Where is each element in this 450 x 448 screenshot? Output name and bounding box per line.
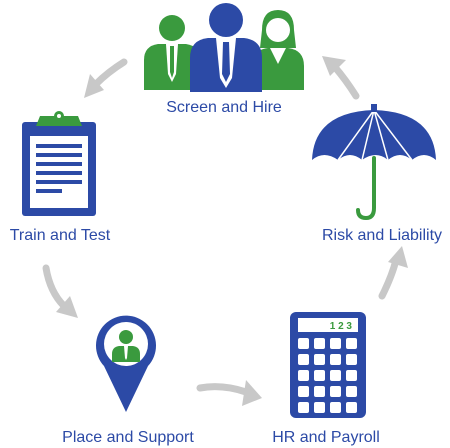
calculator-key [330, 402, 341, 413]
calculator-key [346, 370, 357, 381]
arrow-hr-to-risk [378, 256, 400, 300]
label-train-and-test: Train and Test [10, 227, 111, 244]
label-risk-and-liability: Risk and Liability [322, 227, 442, 244]
calculator-key [330, 338, 341, 349]
calculator-key [346, 402, 357, 413]
calculator-icon: 1 2 3 [290, 312, 366, 418]
arrow-risk-to-screen [330, 62, 360, 100]
arrowhead-screen [322, 56, 346, 76]
calculator-key [330, 354, 341, 365]
clipboard-icon [22, 111, 96, 216]
calculator-key [314, 370, 325, 381]
calculator-keypad [298, 338, 357, 413]
calculator-key [298, 338, 309, 349]
calculator-key [298, 402, 309, 413]
calculator-display: 1 2 3 [330, 321, 353, 332]
arrowhead-place [56, 296, 78, 318]
calculator-key [314, 386, 325, 397]
calculator-key [346, 386, 357, 397]
calculator-key [298, 370, 309, 381]
arrowheads [56, 56, 408, 406]
arrow-place-to-hr [196, 383, 250, 396]
arrowhead-train [84, 74, 104, 98]
calculator-key [314, 338, 325, 349]
calculator-key [298, 386, 309, 397]
label-place-and-support: Place and Support [62, 429, 194, 446]
label-hr-and-payroll: HR and Payroll [272, 429, 380, 446]
calculator-key [314, 402, 325, 413]
calculator-key [346, 354, 357, 365]
arrowhead-hr [242, 380, 262, 406]
arrow-train-to-place [42, 264, 68, 310]
arrow-screen-to-train [92, 58, 128, 88]
people-group-icon [144, 3, 304, 92]
label-screen-and-hire: Screen and Hire [166, 99, 282, 116]
calculator-key [330, 386, 341, 397]
umbrella-icon [312, 104, 436, 221]
calculator-key [346, 338, 357, 349]
arrowhead-risk [388, 246, 408, 268]
calculator-key [330, 370, 341, 381]
calculator-key [314, 354, 325, 365]
location-pin-person-icon [96, 315, 157, 412]
calculator-key [298, 354, 309, 365]
